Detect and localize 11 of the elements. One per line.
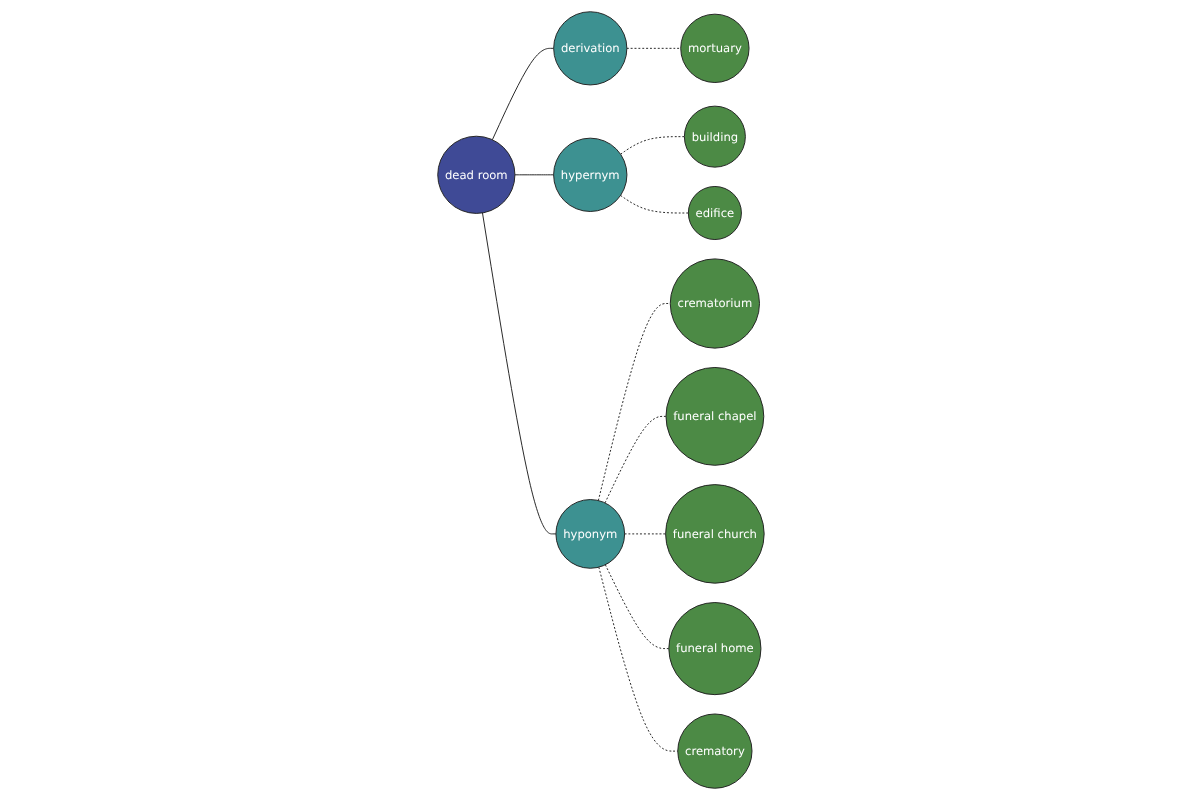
connector [603,415,666,504]
connector [619,136,684,155]
connector [603,564,669,650]
connector [490,47,554,141]
connector [596,303,670,501]
connector [625,47,681,49]
connector [619,195,688,214]
connector [513,174,554,176]
connector [597,566,678,752]
connector [481,212,556,535]
connector [623,533,666,535]
